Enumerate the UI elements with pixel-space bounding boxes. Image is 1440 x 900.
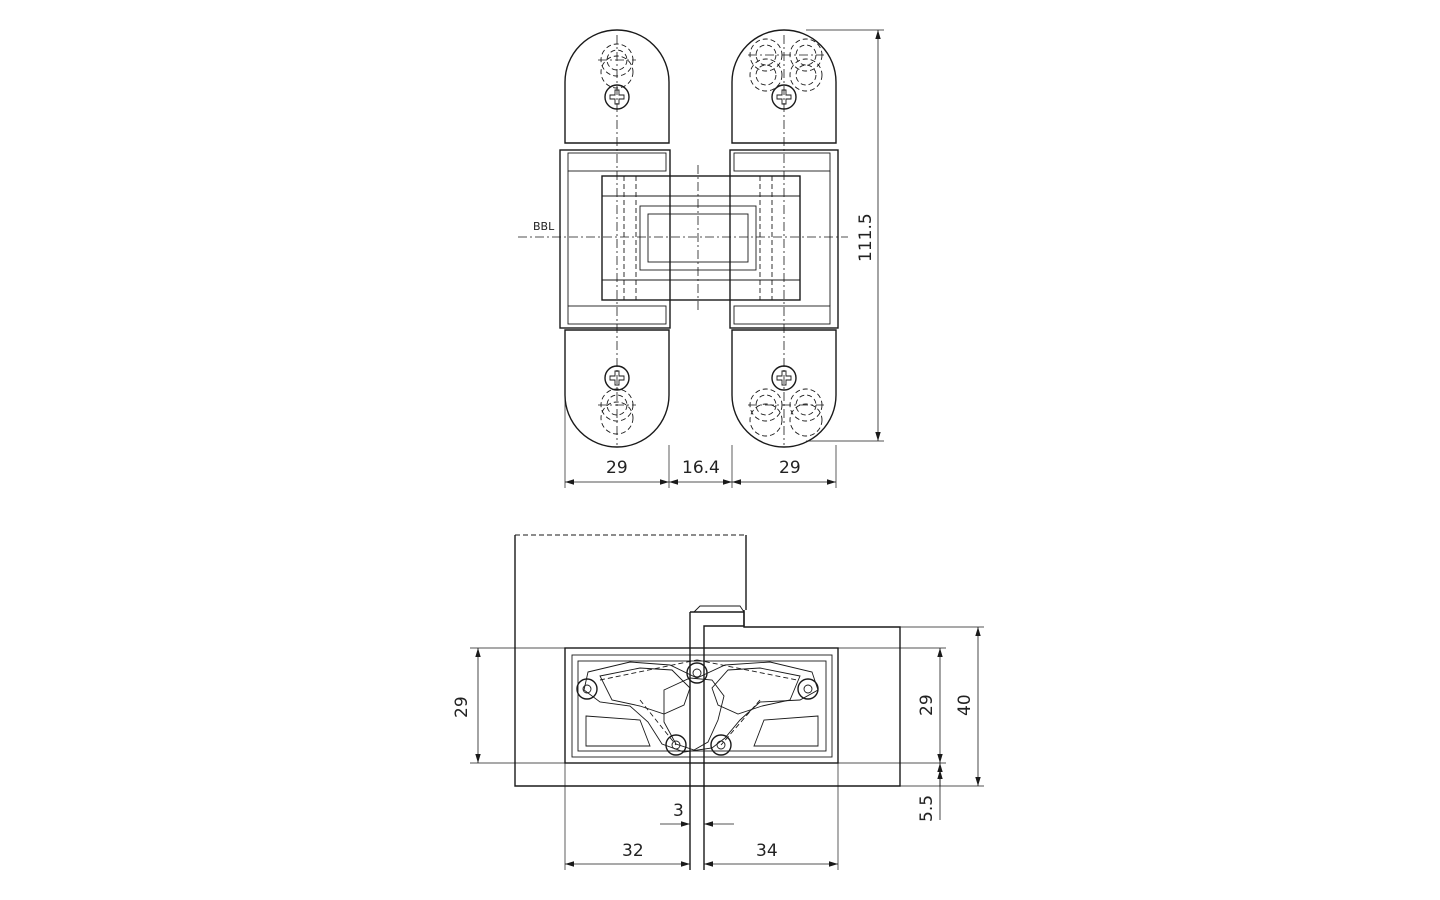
- dim-center-gap: 16.4: [682, 458, 720, 478]
- top-view-dimensions: 29 16.4 29 111.5: [564, 29, 884, 488]
- bbl-label: BBL: [533, 220, 555, 233]
- right-top-hole-pattern: [749, 38, 823, 92]
- dim-right-width: 29: [779, 458, 801, 478]
- door-leaf: [689, 612, 705, 870]
- hinge-mechanism: [576, 659, 819, 756]
- right-bottom-hole-pattern: [749, 388, 823, 437]
- hinge-section-view: [514, 534, 901, 870]
- dim-height: 111.5: [856, 213, 876, 262]
- right-top-cap: [731, 29, 837, 144]
- dim-total-height: 40: [955, 694, 975, 716]
- section-view-dimensions: 29 29 40 5.5 3 32 34: [452, 626, 984, 870]
- dim-left-width: 29: [606, 458, 628, 478]
- dim-offset: 5.5: [917, 795, 937, 822]
- hinge-front-view: BBL: [518, 29, 848, 448]
- left-top-cap: [564, 29, 670, 144]
- hinge-arm-assembly: [601, 175, 801, 301]
- left-leaf-body: [559, 149, 671, 329]
- dim-left-length: 32: [622, 841, 644, 861]
- dim-gap: 3: [673, 801, 684, 821]
- left-bottom-cap: [564, 329, 670, 448]
- dim-right-length: 34: [756, 841, 778, 861]
- dim-left-height: 29: [452, 696, 472, 718]
- dim-right-height: 29: [917, 694, 937, 716]
- right-bottom-cap: [731, 329, 837, 448]
